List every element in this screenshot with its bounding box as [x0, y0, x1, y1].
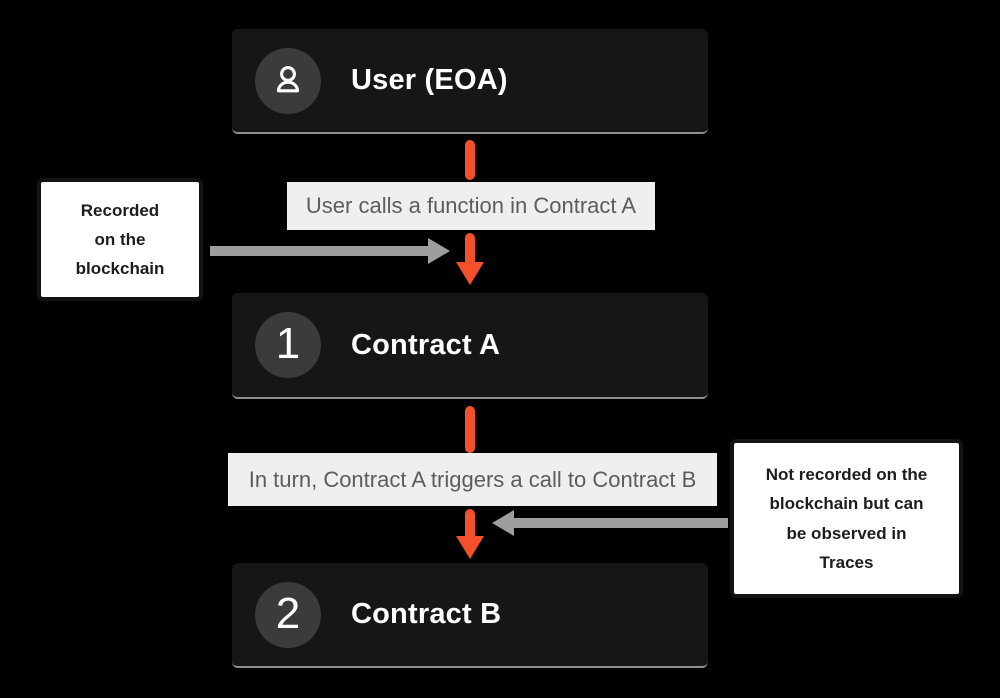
flow-arrow-user-to-a-segment [465, 233, 475, 263]
step-number: 2 [275, 588, 301, 638]
note-not-recorded-traces: Not recorded on the blockchain but can b… [730, 439, 963, 598]
flow-arrow-a-to-b-segment [465, 406, 475, 453]
annotation-arrow-right-shaft [514, 518, 728, 528]
user-avatar-circle [255, 47, 321, 114]
user-icon [276, 65, 300, 92]
flow-arrowhead-down-icon [456, 262, 484, 285]
node-title-contract-b: Contract B [351, 598, 502, 630]
annotation-arrowhead-right-icon [428, 238, 450, 264]
annotation-arrow-left-shaft [210, 246, 428, 256]
edge-label-a-to-b: In turn, Contract A triggers a call to C… [228, 453, 717, 506]
node-title-contract-a: Contract A [351, 328, 501, 361]
node-user-eoa: User (EOA) [232, 29, 708, 134]
flow-arrowhead-down-icon [456, 536, 484, 559]
step-badge-1: 1 [255, 312, 321, 378]
flow-arrow-user-to-a-segment [465, 140, 475, 180]
node-contract-a: 1 Contract A [232, 293, 708, 399]
annotation-arrowhead-left-icon [492, 510, 514, 536]
step-badge-2: 2 [255, 581, 321, 648]
note-recorded-on-blockchain: Recorded on the blockchain [37, 178, 203, 301]
edge-label-user-to-a: User calls a function in Contract A [287, 182, 655, 230]
node-contract-b: 2 Contract B [232, 563, 708, 668]
node-title-user: User (EOA) [351, 64, 508, 96]
flow-arrow-a-to-b-segment [465, 509, 475, 537]
step-number: 1 [275, 319, 301, 368]
